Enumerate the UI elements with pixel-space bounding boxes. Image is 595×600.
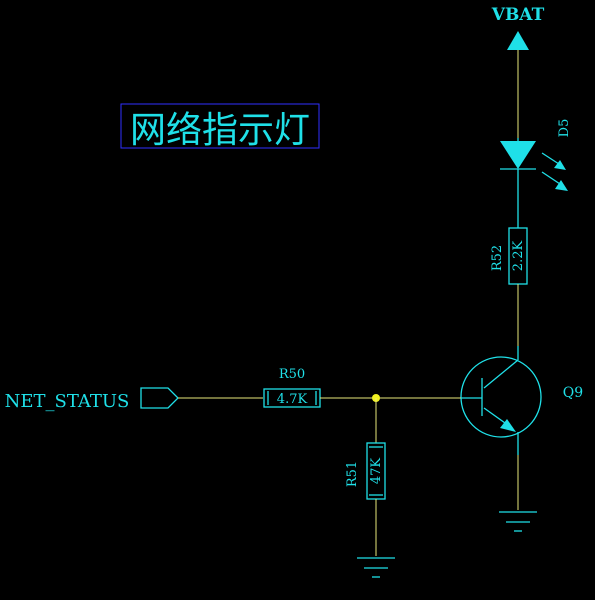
power-arrow-icon xyxy=(507,31,529,50)
r50-value: 4.7K xyxy=(277,392,308,407)
net-status-label: NET_STATUS xyxy=(5,391,130,412)
led-ref: D5 xyxy=(557,119,572,138)
r52-value: 2.2K xyxy=(511,241,526,272)
r51-ref: R51 xyxy=(345,461,360,487)
title-box xyxy=(120,103,320,149)
led-d5[interactable]: D5 xyxy=(500,119,572,228)
r52-ref: R52 xyxy=(490,245,505,271)
transistor-q9[interactable]: Q9 xyxy=(460,346,583,455)
led-triangle-icon xyxy=(500,141,536,169)
resistor-r52[interactable]: 2.2K R52 xyxy=(490,227,528,360)
port-flag-icon xyxy=(140,387,179,409)
emitter-arrow-icon xyxy=(500,419,516,432)
vbat-label: VBAT xyxy=(491,5,545,25)
resistor-r51[interactable]: 47K R51 xyxy=(345,442,386,500)
title-text: 网络指示灯 xyxy=(130,110,310,151)
vbat-power-symbol[interactable]: VBAT xyxy=(491,5,545,138)
net-status-port[interactable]: NET_STATUS xyxy=(5,387,179,412)
ground-icon xyxy=(357,557,395,578)
q9-ref: Q9 xyxy=(563,385,583,401)
ground-icon xyxy=(499,511,537,532)
r50-ref: R50 xyxy=(279,367,305,382)
transistor-circle xyxy=(460,356,542,438)
r51-value: 47K xyxy=(369,458,384,485)
resistor-r50[interactable]: 4.7K R50 xyxy=(263,367,321,408)
